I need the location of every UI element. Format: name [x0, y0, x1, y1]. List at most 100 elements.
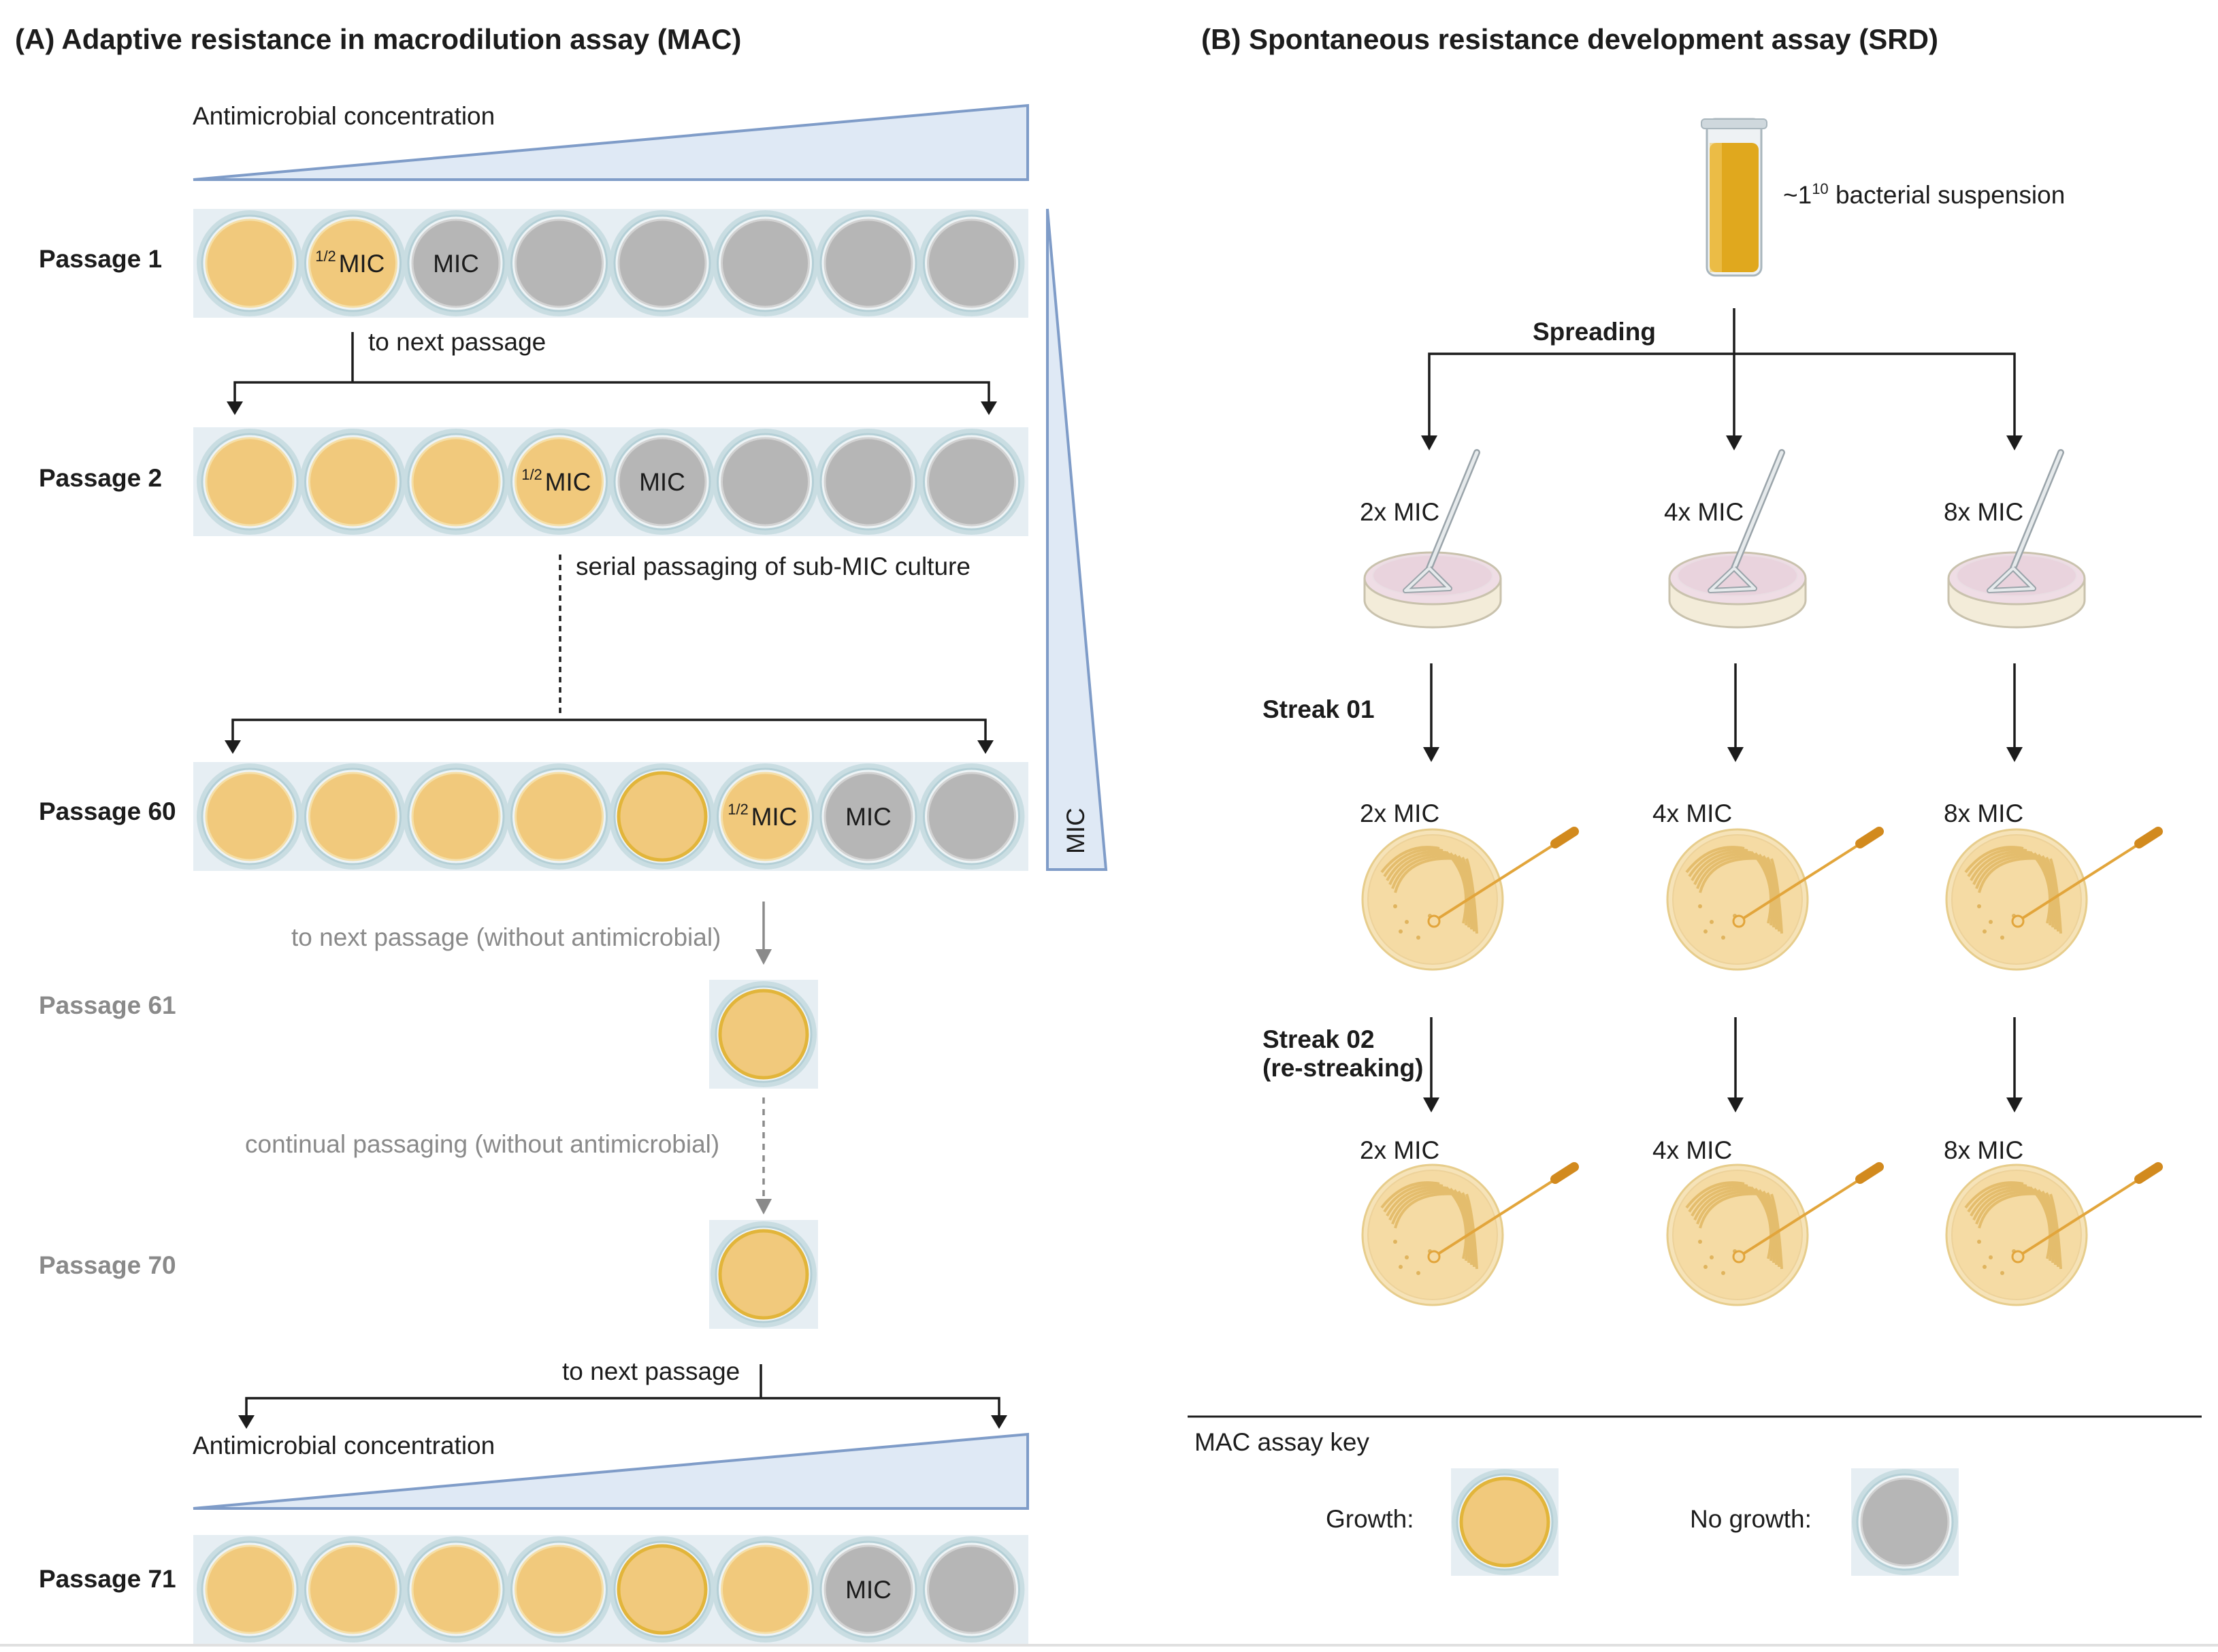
well-5	[609, 763, 715, 870]
inoculation-loop-icon	[1427, 1162, 1579, 1263]
well-2	[299, 1536, 406, 1642]
streak-arrows	[1423, 663, 2023, 1112]
streak02-plate-3	[1945, 1162, 2163, 1306]
well-3	[403, 429, 509, 535]
well-8	[918, 1536, 1025, 1642]
mic-label: MIC	[433, 250, 479, 278]
well-1	[711, 1221, 817, 1327]
key-growth-well	[1452, 1469, 1558, 1575]
streak01-plate-1	[1361, 827, 1579, 971]
spread-8x-label: 8x MIC	[1944, 498, 2023, 526]
spread-plate-2	[1668, 449, 1807, 629]
spreading-label: Spreading	[1533, 318, 1656, 346]
half-fraction-label: 1/2	[521, 466, 542, 483]
connector-p2-p60	[225, 555, 994, 754]
passage-label-61: Passage 61	[39, 991, 176, 1019]
well-7	[815, 429, 922, 535]
well-1	[197, 1536, 303, 1642]
petri-dishes	[1361, 449, 2163, 1306]
inoculation-loop-icon	[2011, 1162, 2163, 1263]
mic-vertical-label: MIC	[1062, 808, 1090, 854]
key-title: MAC assay key	[1194, 1428, 1370, 1456]
well-3: MIC	[403, 210, 509, 316]
key-nogrowth-well	[1852, 1469, 1958, 1575]
well-7: MIC	[815, 1536, 922, 1642]
streak-02-label-line1: Streak 02	[1262, 1025, 1375, 1053]
well-6	[712, 210, 819, 316]
well-1	[711, 981, 817, 1087]
passage-61-wells	[709, 980, 818, 1089]
well-2	[299, 763, 406, 870]
to-next-passage-label-2: to next passage	[562, 1357, 740, 1385]
well-1	[197, 763, 303, 870]
streak2-2x-label: 2x MIC	[1360, 1136, 1439, 1164]
passage-70-wells	[709, 1220, 818, 1329]
spreader-icon	[1708, 449, 1785, 593]
concentration-label-top: Antimicrobial concentration	[193, 102, 495, 130]
well-4	[506, 210, 613, 316]
key-nogrowth-label: No growth:	[1690, 1505, 1812, 1533]
inoculation-loop-icon	[1732, 827, 1884, 928]
well-4	[506, 763, 613, 870]
key-wells	[1451, 1468, 1959, 1576]
continual-passaging-label: continual passaging (without antimicrobi…	[245, 1130, 719, 1158]
passage-label-71: Passage 71	[39, 1565, 176, 1593]
well-8	[918, 429, 1025, 535]
connector-p1-p2	[227, 332, 997, 415]
streak01-plate-2	[1666, 827, 1884, 971]
passage-label-70: Passage 70	[39, 1251, 176, 1279]
well-5	[609, 210, 715, 316]
well-3	[403, 1536, 509, 1642]
passage-label-2: Passage 2	[39, 464, 162, 492]
well-5	[609, 1536, 715, 1642]
inoculation-loop-icon	[1732, 1162, 1884, 1263]
connector-p60-p61	[755, 902, 772, 965]
well-6	[712, 1536, 819, 1642]
to-next-passage-label-1: to next passage	[368, 328, 546, 356]
well-8	[918, 763, 1025, 870]
mic-label: MIC	[639, 468, 685, 496]
streak01-plate-3	[1945, 827, 2163, 971]
half-mic-label: MIC	[339, 250, 385, 278]
streak1-8x-label: 8x MIC	[1944, 799, 2023, 827]
well-1	[197, 429, 303, 535]
streak02-plate-1	[1361, 1162, 1579, 1306]
well-3	[403, 763, 509, 870]
streak02-plate-2	[1666, 1162, 1884, 1306]
suspension-label: ~110 bacterial suspension	[1783, 180, 2065, 209]
concentration-wedge-bottom	[193, 1432, 1029, 1510]
spreader-icon	[1987, 449, 2064, 593]
inoculation-loop-icon	[2011, 827, 2163, 928]
half-mic-label: MIC	[545, 468, 591, 496]
panel-b-title: (B) Spontaneous resistance development a…	[1201, 23, 1938, 55]
half-fraction-label: 1/2	[728, 801, 749, 818]
well-7	[815, 210, 922, 316]
streak-02-label-line2: (re-streaking)	[1262, 1054, 1423, 1082]
streak1-2x-label: 2x MIC	[1360, 799, 1439, 827]
passage-label-1: Passage 1	[39, 245, 162, 273]
concentration-label-bottom: Antimicrobial concentration	[193, 1432, 495, 1459]
well-1	[197, 210, 303, 316]
spread-plate-3	[1947, 449, 2086, 629]
spreader-icon	[1403, 449, 1480, 593]
spread-plate-1	[1363, 449, 1502, 629]
inoculation-loop-icon	[1427, 827, 1579, 928]
streak2-8x-label: 8x MIC	[1944, 1136, 2023, 1164]
well-7: MIC	[815, 763, 922, 870]
spread-4x-label: 4x MIC	[1664, 498, 1744, 526]
test-tube-icon	[1701, 118, 1767, 277]
well-4	[506, 1536, 613, 1642]
spread-2x-label: 2x MIC	[1360, 498, 1439, 526]
streak1-4x-label: 4x MIC	[1652, 799, 1732, 827]
to-next-passage-without-label: to next passage (without antimicrobial)	[291, 923, 721, 951]
well-6	[712, 429, 819, 535]
spreading-connector	[1421, 308, 2023, 450]
mic-label: MIC	[845, 803, 892, 831]
mic-wedge-vertical	[1046, 208, 1108, 871]
